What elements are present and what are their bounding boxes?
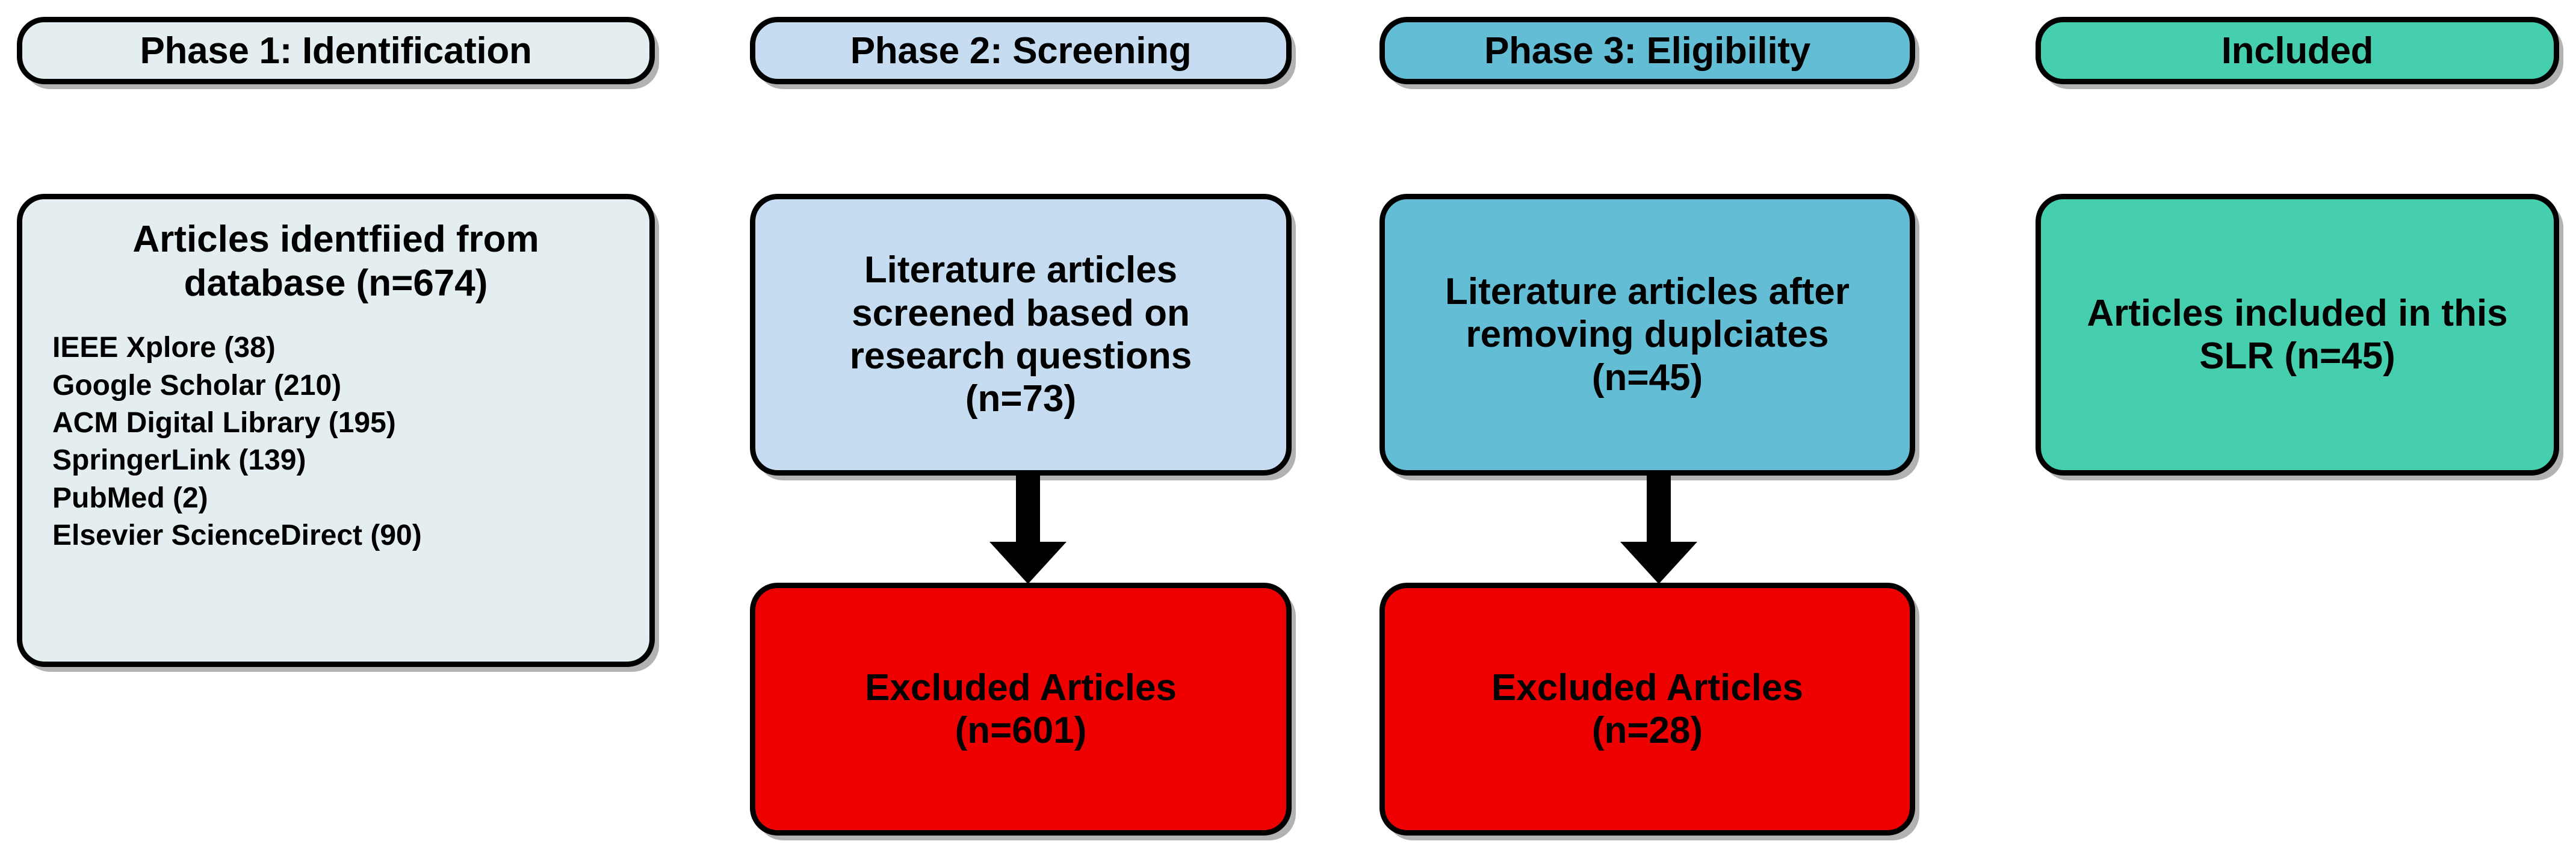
phase-header-label: Phase 3: Eligibility bbox=[1484, 29, 1810, 72]
included-body-box: Articles included in this SLR (n=45) bbox=[2036, 194, 2559, 476]
phase-header-identification: Phase 1: Identification bbox=[17, 17, 655, 84]
arrow-eligibility-to-excluded bbox=[1608, 476, 1717, 584]
down-arrow-icon bbox=[989, 476, 1067, 584]
list-item: IEEE Xplore (38) bbox=[52, 332, 276, 364]
eligibility-body-box: Literature articles after removing duplc… bbox=[1379, 194, 1915, 476]
phase-header-screening: Phase 2: Screening bbox=[750, 17, 1292, 84]
included-headline: Articles included in this SLR (n=45) bbox=[2087, 292, 2508, 377]
screening-excluded-box: Excluded Articles (n=601) bbox=[750, 583, 1292, 836]
eligibility-headline: Literature articles after removing duplc… bbox=[1445, 271, 1850, 399]
screening-headline: Literature articles screened based on re… bbox=[849, 249, 1192, 420]
list-item: Google Scholar (210) bbox=[52, 369, 342, 402]
phase-header-label: Phase 2: Screening bbox=[850, 29, 1192, 72]
down-arrow-icon bbox=[1620, 476, 1697, 584]
screening-excluded-headline: Excluded Articles (n=601) bbox=[864, 666, 1177, 751]
list-item: SpringerLink (139) bbox=[52, 444, 306, 477]
list-item: ACM Digital Library (195) bbox=[52, 407, 396, 439]
phase-header-label: Included bbox=[2221, 29, 2374, 72]
arrow-screening-to-excluded bbox=[977, 476, 1086, 584]
screening-body-box: Literature articles screened based on re… bbox=[750, 194, 1292, 476]
identification-headline: Articles identfiied from database (n=674… bbox=[132, 219, 539, 305]
database-count-list: IEEE Xplore (38) Google Scholar (210) AC… bbox=[22, 329, 649, 554]
list-item: Elsevier ScienceDirect (90) bbox=[52, 520, 422, 552]
phase-header-eligibility: Phase 3: Eligibility bbox=[1379, 17, 1915, 84]
list-item: PubMed (2) bbox=[52, 482, 208, 514]
identification-body-box: Articles identfiied from database (n=674… bbox=[17, 194, 655, 667]
phase-header-included: Included bbox=[2036, 17, 2559, 84]
phase-header-label: Phase 1: Identification bbox=[140, 29, 532, 72]
eligibility-excluded-box: Excluded Articles (n=28) bbox=[1379, 583, 1915, 836]
eligibility-excluded-headline: Excluded Articles (n=28) bbox=[1491, 666, 1803, 751]
